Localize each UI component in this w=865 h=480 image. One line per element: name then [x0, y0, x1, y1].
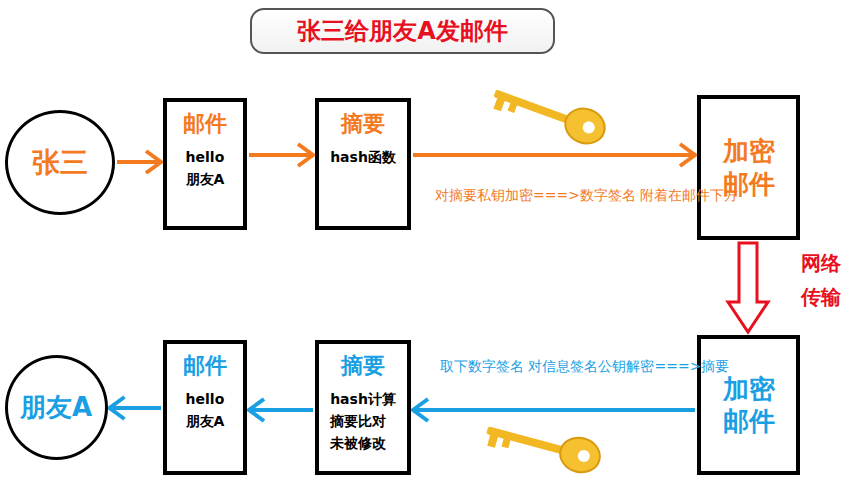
- text-line: 张三: [32, 145, 88, 180]
- text-line: hello: [186, 146, 225, 168]
- text-line: 摘要比对: [330, 410, 396, 432]
- box-heading: 摘要: [341, 110, 385, 138]
- box-heading: 朋友A: [20, 391, 92, 424]
- box-body: hello 朋友A: [186, 388, 225, 432]
- process-box: 加密 邮件: [697, 335, 800, 475]
- process-box: 邮件 hello 朋友A: [163, 340, 247, 475]
- flow-arrow: [413, 144, 695, 166]
- edge-label: 取下数字签名 对信息签名公钥解密===>摘要: [440, 354, 729, 378]
- text-line: 邮件: [723, 405, 775, 438]
- process-box: 邮件 hello 朋友A: [163, 98, 247, 230]
- diagram-title: 张三给朋友A发邮件: [250, 8, 555, 54]
- box-body: hello 朋友A: [186, 146, 225, 190]
- flow-arrow: [110, 397, 162, 419]
- text-line: 附着在邮件下方: [640, 187, 738, 203]
- text-line: 对信息签名公钥解密===>摘要: [528, 358, 729, 374]
- box-heading: 邮件: [183, 110, 227, 138]
- private-key: [489, 77, 610, 149]
- public-key: [483, 414, 604, 477]
- text-line: hash函数: [330, 146, 396, 168]
- box-heading: 张三: [32, 145, 88, 180]
- text-line: 摘要: [341, 110, 385, 138]
- box-body: hash函数: [330, 146, 396, 168]
- box-heading: 加密 邮件: [723, 373, 775, 438]
- box-body: hash计算 摘要比对 未被修改: [330, 388, 396, 454]
- text-line: hash计算: [330, 388, 396, 410]
- text-line: 未被修改: [330, 432, 396, 454]
- text-line: 摘要: [341, 352, 385, 380]
- flow-arrow: [249, 399, 313, 421]
- box-heading: 摘要: [341, 352, 385, 380]
- edge-label: 网络 传输: [801, 246, 865, 314]
- text-line: hello: [186, 388, 225, 410]
- person-circle: 朋友A: [5, 355, 108, 460]
- process-box: 摘要 hash函数: [315, 98, 411, 230]
- text-line: 朋友A: [186, 168, 225, 190]
- flow-arrow: [413, 399, 695, 421]
- flow-arrow: [728, 243, 768, 332]
- text-line: 邮件: [183, 110, 227, 138]
- flow-arrow: [249, 144, 313, 166]
- text-line: 取下数字签名: [440, 358, 524, 374]
- process-box: 加密 邮件: [697, 95, 800, 240]
- text-line: 传输: [801, 285, 841, 309]
- edge-label: 对摘要私钥加密===>数字签名 附着在邮件下方: [435, 183, 738, 207]
- text-line: 朋友A: [20, 391, 92, 424]
- person-circle: 张三: [5, 110, 115, 215]
- process-box: 摘要 hash计算 摘要比对 未被修改: [315, 340, 411, 475]
- text-line: 邮件: [183, 352, 227, 380]
- text-line: 网络: [801, 251, 841, 275]
- text-line: 朋友A: [186, 410, 225, 432]
- text-line: 加密: [723, 373, 775, 406]
- text-line: 加密: [723, 135, 775, 168]
- flow-arrow: [117, 151, 161, 173]
- text-line: 对摘要私钥加密===>数字签名: [435, 187, 636, 203]
- box-heading: 邮件: [183, 352, 227, 380]
